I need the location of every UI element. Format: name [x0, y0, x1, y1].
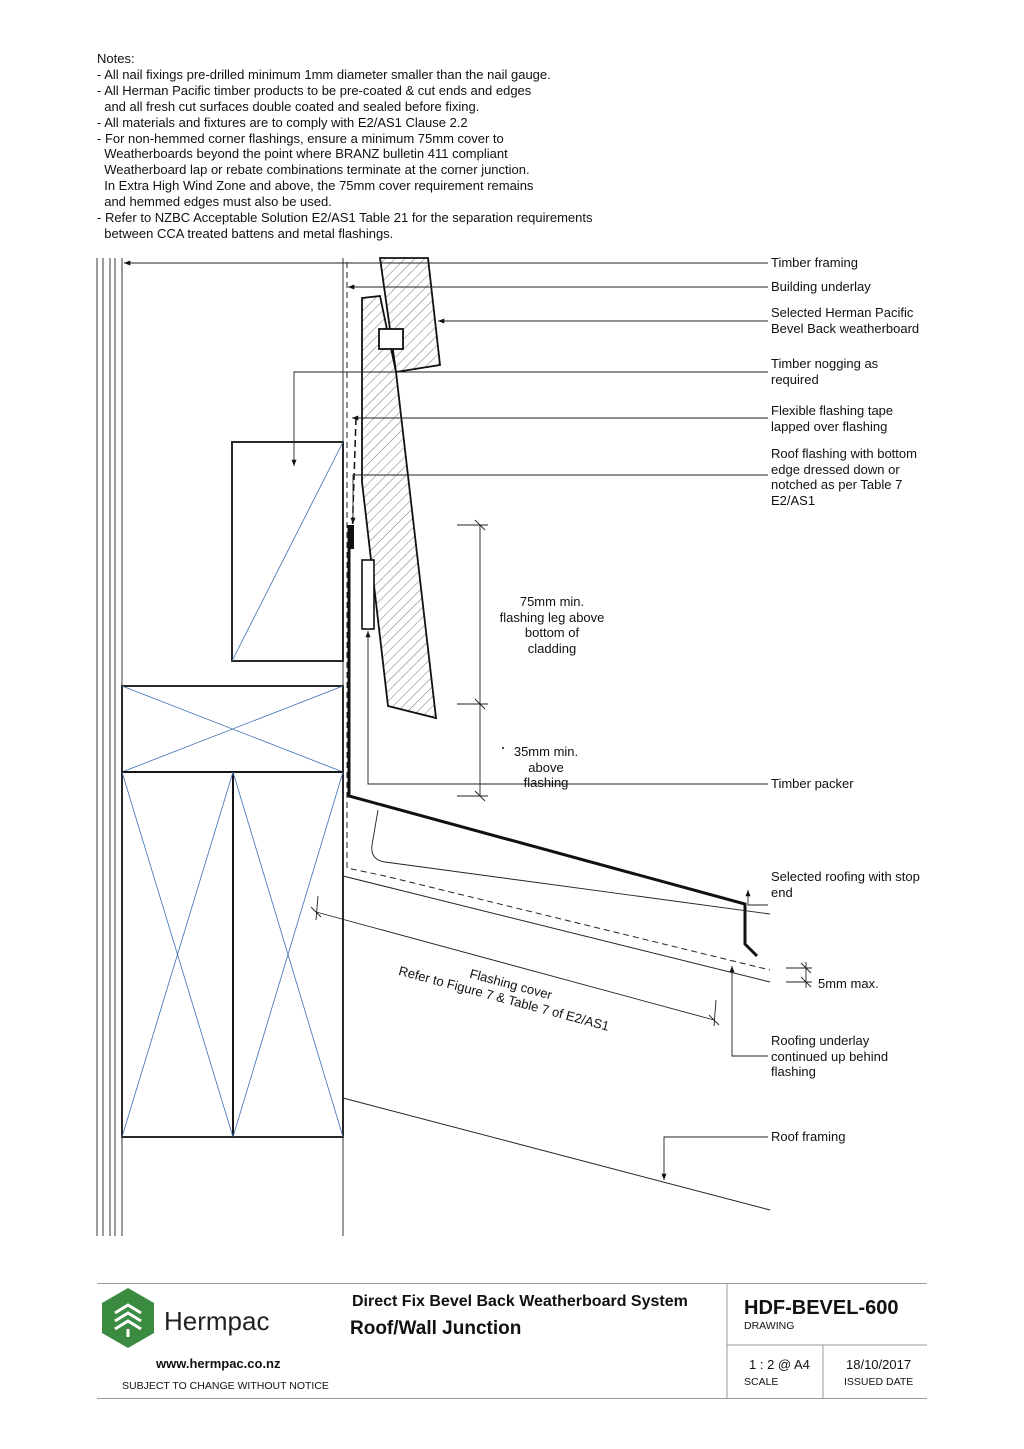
flashing-tape-end — [348, 525, 354, 549]
label-roofing: Selected roofing with stop end — [771, 869, 920, 900]
gap-dimension — [786, 962, 812, 988]
label-75mm-dimension: 75mm min. flashing leg above bottom of c… — [499, 594, 605, 656]
timber-packer — [361, 559, 375, 630]
note-line: Weatherboard lap or rebate combinations … — [97, 162, 530, 178]
drawing-number: HDF-BEVEL-600 — [744, 1297, 899, 1319]
note-line: In Extra High Wind Zone and above, the 7… — [97, 178, 534, 194]
drawing-caption: DRAWING — [744, 1320, 795, 1332]
website: www.hermpac.co.nz — [156, 1356, 281, 1371]
wall-studs — [121, 771, 344, 1138]
roofing-curl — [371, 809, 771, 915]
note-line: between CCA treated battens and metal fl… — [97, 225, 394, 241]
label-weatherboard: Selected Herman Pacific Bevel Back weath… — [771, 305, 920, 336]
flashing-cover-dimension — [310, 895, 720, 1027]
drawing-title: Roof/Wall Junction — [350, 1318, 522, 1339]
vertical-dimension — [457, 519, 488, 802]
building-underlay — [346, 262, 771, 971]
issued-caption: ISSUED DATE — [844, 1376, 914, 1388]
note-line: and hemmed edges must also be used. — [97, 194, 332, 210]
title-block: Hermpac www.hermpac.co.nz SUBJECT TO CHA… — [97, 1283, 927, 1399]
note-line: - All Herman Pacific timber products to … — [97, 82, 532, 98]
note-line: - Refer to NZBC Acceptable Solution E2/A… — [97, 210, 593, 226]
roof-flashing — [347, 525, 759, 958]
annotation-dot — [502, 747, 504, 749]
label-building-underlay: Building underlay — [771, 279, 871, 294]
label-35mm-dimension: 35mm min. above flashing — [513, 744, 579, 790]
leader-lines — [124, 260, 768, 1180]
issued-date: 18/10/2017 — [846, 1357, 912, 1372]
label-gap: 5mm max. — [818, 976, 879, 991]
label-timber-packer: Timber packer — [771, 776, 854, 791]
label-roofing-underlay: Roofing underlay continued up behind fla… — [771, 1033, 889, 1079]
lower-weatherboard — [361, 295, 438, 720]
label-roof-flashing: Roof flashing with bottom edge dressed d… — [771, 446, 917, 508]
label-flashing-tape: Flexible flashing tape lapped over flash… — [771, 403, 894, 434]
brand-name: Hermpac — [164, 1306, 270, 1336]
note-line: - All materials and fixtures are to comp… — [97, 114, 468, 130]
notes-heading: Notes: — [97, 51, 135, 66]
note-line: - All nail fixings pre-drilled minimum 1… — [97, 66, 551, 82]
label-roof-framing: Roof framing — [771, 1129, 846, 1144]
wall-lining-lines — [96, 258, 123, 1236]
top-plate — [121, 685, 344, 773]
scale-caption: SCALE — [744, 1376, 779, 1388]
label-timber-framing: Timber framing — [771, 255, 858, 270]
hermpac-logo-icon — [102, 1288, 154, 1348]
notes-block: Notes: - All nail fixings pre-drilled mi… — [97, 51, 592, 242]
nail-fixing — [378, 328, 404, 350]
note-line: - For non-hemmed corner flashings, ensur… — [97, 130, 504, 146]
system-name: Direct Fix Bevel Back Weatherboard Syste… — [352, 1293, 688, 1310]
title-block-frame — [97, 1283, 927, 1399]
note-line: Weatherboards beyond the point where BRA… — [97, 146, 508, 162]
disclaimer: SUBJECT TO CHANGE WITHOUT NOTICE — [122, 1380, 329, 1392]
roofing-underlay-line — [342, 875, 771, 983]
label-timber-nogging: Timber nogging as required — [771, 356, 879, 387]
roof-framing-line — [342, 1097, 771, 1211]
timber-nogging — [231, 441, 344, 662]
note-line: and all fresh cut surfaces double coated… — [97, 98, 480, 114]
scale-value: 1 : 2 @ A4 — [749, 1357, 810, 1372]
